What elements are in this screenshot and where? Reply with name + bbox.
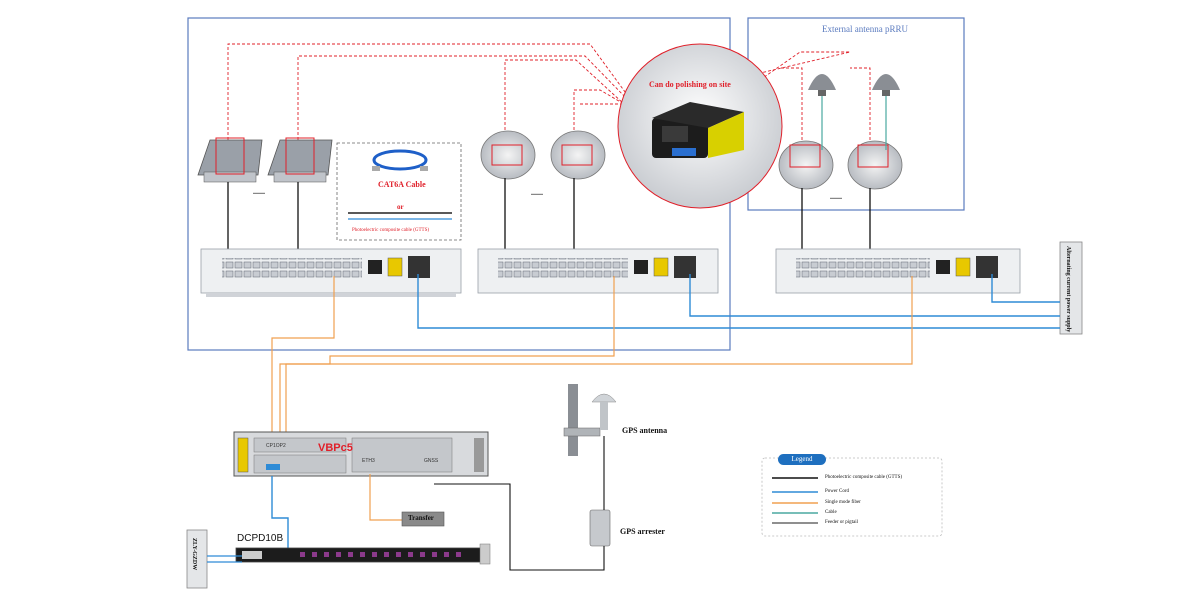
gnss-label: GNSS bbox=[424, 458, 439, 464]
external-antenna-label: External antenna pRRU bbox=[822, 24, 908, 34]
vbpc5-label: VBPc5 bbox=[318, 442, 353, 454]
transfer-box bbox=[401, 511, 445, 527]
ellipsis-1: ...... bbox=[253, 187, 265, 196]
gps-arrester bbox=[589, 509, 611, 547]
gps-feeders bbox=[434, 436, 605, 571]
ellipsis-2: ...... bbox=[531, 188, 543, 197]
ac-power-supply bbox=[1059, 241, 1083, 335]
cat6a-cable-icon bbox=[372, 149, 428, 171]
external-antenna-2 bbox=[872, 74, 900, 96]
gps-arrester-label: GPS arrester bbox=[620, 527, 665, 536]
ellipsis-3: ...... bbox=[830, 192, 842, 201]
hub-2 bbox=[477, 248, 719, 294]
round-prru-2 bbox=[550, 130, 606, 180]
dashed-fiber-routes bbox=[227, 43, 871, 140]
single-mode-fibers bbox=[271, 276, 913, 440]
round-prru-3 bbox=[778, 140, 834, 190]
cat6a-label: CAT6A Cable bbox=[378, 180, 426, 189]
fusion-splicer-icon bbox=[652, 102, 744, 158]
legend-title: Legend bbox=[778, 454, 826, 465]
legend-item-single-mode-fiber: Single mode fiber bbox=[825, 500, 861, 505]
cable-options-box bbox=[336, 142, 462, 241]
ac-power-label: Alternating current power supply bbox=[1065, 246, 1071, 333]
hub-3 bbox=[775, 248, 1021, 294]
legend-item-cable: Cable bbox=[825, 510, 837, 515]
hub-1 bbox=[200, 248, 462, 297]
legend-item-feeder: Feeder or pigtail bbox=[825, 520, 859, 525]
polishing-circle bbox=[617, 43, 783, 209]
round-prru-4 bbox=[847, 140, 903, 190]
zly-gzdw-label: ZLY-GZDW bbox=[191, 538, 197, 571]
legend-item-power-cord: Power Cord bbox=[825, 489, 850, 494]
legend-item-gtts: Photoelectric composite cable (GTTS) bbox=[825, 475, 903, 480]
round-prru-1 bbox=[480, 130, 536, 180]
transfer-label: Transfer bbox=[408, 514, 434, 522]
gtts-label: Photoelectric composite cable (GTTS) bbox=[352, 228, 430, 233]
dcpd-ports bbox=[300, 552, 461, 557]
prru-unit-2 bbox=[267, 137, 333, 183]
prru-unit-1 bbox=[197, 137, 263, 183]
or-label: or bbox=[397, 203, 404, 211]
external-antenna-1 bbox=[808, 74, 836, 96]
zly-gzdw-box bbox=[186, 529, 208, 589]
eth3-label: ETH3 bbox=[362, 458, 375, 464]
power-cords bbox=[417, 274, 1060, 329]
cp1op2-label: CP1OP2 bbox=[266, 443, 286, 449]
gps-antenna-label: GPS antenna bbox=[622, 426, 668, 435]
legend-swatches bbox=[772, 477, 818, 524]
polishing-label: Can do polishing on site bbox=[649, 80, 731, 89]
gtts-cable-icon bbox=[348, 212, 452, 220]
legend-box bbox=[761, 457, 943, 537]
gps-pole bbox=[563, 384, 617, 456]
vbpc5-chassis bbox=[233, 431, 489, 477]
dcpd10b-label: DCPD10B bbox=[237, 533, 284, 544]
